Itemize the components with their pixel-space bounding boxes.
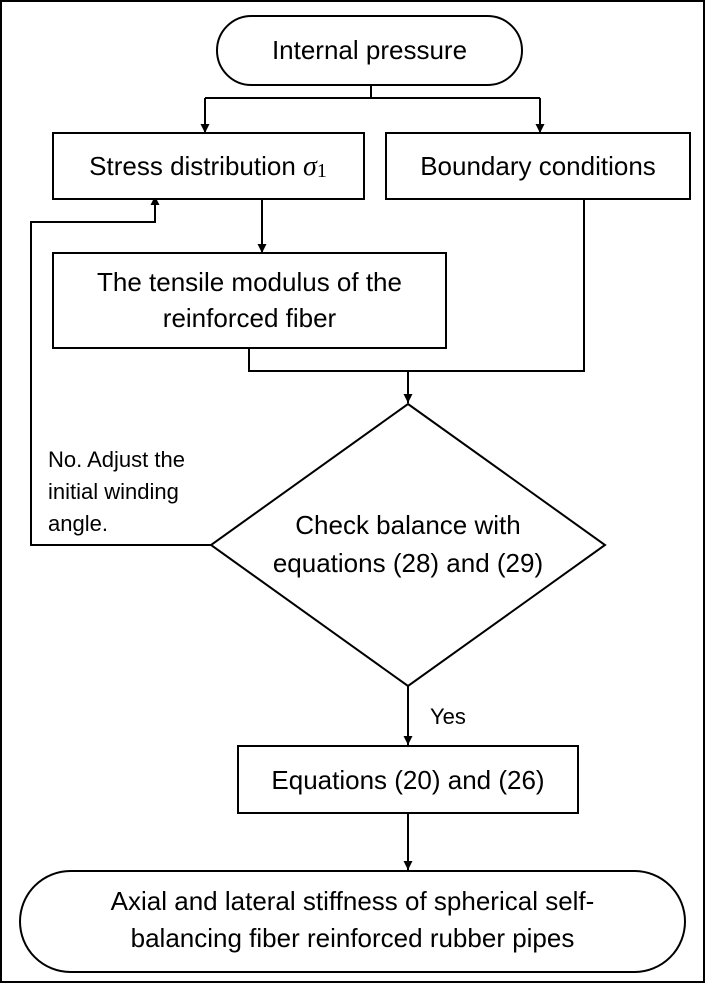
result-node-line1: Axial and lateral stiffness of spherical… bbox=[111, 886, 595, 916]
stress-node-label: Stress distribution σ1 bbox=[89, 151, 327, 182]
check-decision-line2: equations (28) and (29) bbox=[273, 548, 543, 578]
result-node-line2: balancing fiber reinforced rubber pipes bbox=[131, 923, 575, 953]
boundary-node-shape bbox=[385, 132, 691, 200]
tensile-node-shape bbox=[52, 252, 447, 349]
result-node-shape bbox=[19, 870, 686, 973]
boundary-node-label: Boundary conditions bbox=[420, 151, 656, 181]
check-decision-shape bbox=[209, 402, 607, 688]
stress-node-text: Stress distribution bbox=[89, 151, 303, 181]
equations-node-shape bbox=[237, 745, 579, 814]
no-label-line1: No. Adjust the bbox=[48, 447, 185, 472]
stress-node: Stress distribution σ1 bbox=[52, 132, 365, 200]
edge-boundary-join bbox=[408, 199, 585, 372]
yes-branch-label: Yes bbox=[430, 704, 466, 729]
connectors bbox=[30, 85, 585, 870]
start-node: Internal pressure bbox=[216, 15, 523, 86]
check-decision-line1: Check balance with bbox=[295, 510, 520, 540]
tensile-node: The tensile modulus of the reinforced fi… bbox=[52, 252, 447, 349]
equations-node-label: Equations (20) and (26) bbox=[271, 765, 544, 795]
start-node-label: Internal pressure bbox=[272, 35, 467, 65]
boundary-node: Boundary conditions bbox=[385, 132, 691, 200]
start-node-shape bbox=[216, 15, 523, 86]
sigma-symbol: σ bbox=[303, 151, 318, 182]
result-node: Axial and lateral stiffness of spherical… bbox=[19, 870, 686, 973]
tensile-node-line1: The tensile modulus of the bbox=[97, 267, 402, 297]
equations-node: Equations (20) and (26) bbox=[237, 745, 579, 814]
sigma-subscript: 1 bbox=[317, 160, 327, 182]
no-label-line2: initial winding bbox=[48, 479, 179, 504]
check-decision: Check balance with equations (28) and (2… bbox=[209, 402, 607, 688]
tensile-node-line2: reinforced fiber bbox=[163, 303, 337, 333]
no-label-line3: angle. bbox=[48, 511, 108, 536]
stress-node-shape bbox=[52, 132, 365, 200]
edge-tensile-join bbox=[248, 348, 408, 372]
no-branch-label: No. Adjust the initial winding angle. bbox=[48, 447, 185, 536]
edge-no-loop bbox=[30, 196, 211, 546]
